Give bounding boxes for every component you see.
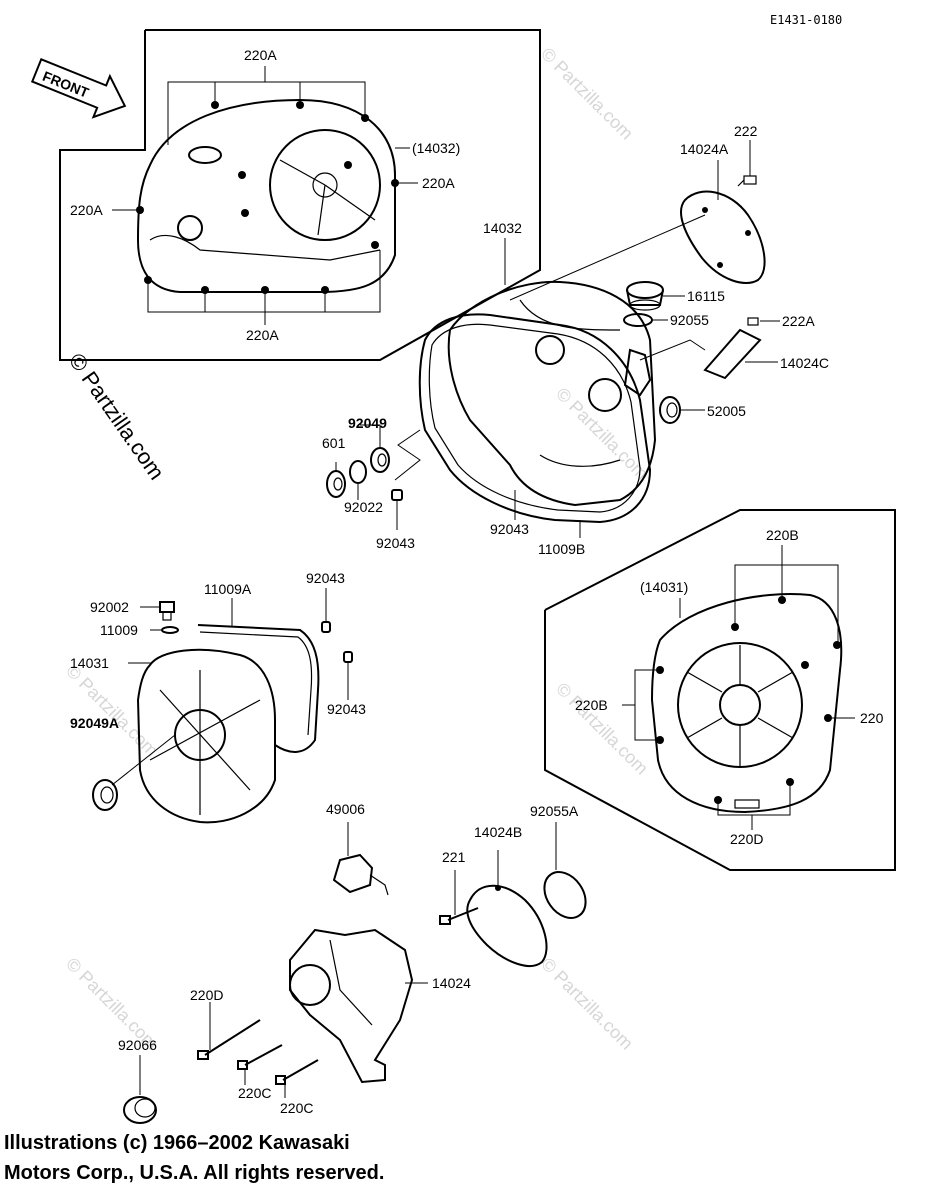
bolt-220d	[197, 1019, 261, 1060]
generator-cover-14031	[136, 648, 276, 824]
label-92002: 92002	[90, 599, 129, 615]
bolt-220c-a	[237, 1044, 283, 1070]
watermark-6: © Partzilla.com	[537, 954, 637, 1054]
gasket-11009	[161, 626, 179, 634]
cap-92066	[123, 1096, 157, 1124]
inset-frame-right	[544, 509, 896, 871]
label-222: 222	[734, 123, 758, 139]
watermark-main: © Partzilla.com	[64, 349, 170, 485]
label-220c-a: 220C	[238, 1085, 271, 1101]
watermark-3: © Partzilla.com	[552, 679, 652, 779]
label-220a-top: 220A	[244, 47, 277, 63]
watermark-4: © Partzilla.com	[62, 661, 162, 761]
bracket-14024c	[703, 317, 762, 380]
dowel-pin-92043-a	[391, 489, 403, 501]
oil-filler-cap-16115	[626, 281, 664, 311]
label-221: 221	[442, 849, 466, 865]
label-220b-top: 220B	[766, 527, 799, 543]
label-14032: 14032	[483, 220, 522, 236]
label-92043-d: 92043	[327, 701, 366, 717]
label-14024a: 14024A	[680, 141, 729, 157]
label-14032-paren: (14032)	[412, 140, 460, 156]
reference-code: E1431-0180	[770, 13, 842, 27]
label-11009a: 11009A	[204, 581, 252, 597]
copyright-notice: Illustrations (c) 1966–2002 Kawasaki Mot…	[4, 1128, 604, 1188]
label-52005: 52005	[707, 403, 746, 419]
label-220c-b: 220C	[280, 1100, 313, 1116]
inspection-cover-14024a	[680, 175, 766, 284]
label-92055a: 92055A	[530, 803, 579, 819]
label-16115: 16115	[687, 288, 725, 304]
cover-14024b	[466, 884, 548, 967]
label-92049: 92049	[348, 415, 387, 431]
dowel-pin-92043-c	[321, 621, 331, 633]
label-11009: 11009	[100, 622, 138, 638]
label-222a: 222A	[782, 313, 815, 329]
label-601: 601	[322, 435, 346, 451]
bearing-52005	[659, 396, 681, 424]
label-92055: 92055	[670, 312, 709, 328]
gasket-11009a	[197, 624, 320, 753]
sensor-49006	[332, 853, 389, 896]
label-14024c: 14024C	[780, 355, 829, 371]
label-14024: 14024	[432, 975, 471, 991]
plug-92002	[159, 601, 175, 621]
label-92043-a: 92043	[376, 535, 415, 551]
oil-seal-92049a	[92, 779, 118, 811]
label-92043-b: 92043	[490, 521, 529, 537]
gasket-11009b	[418, 313, 652, 524]
label-220b-left: 220B	[575, 697, 608, 713]
inset-generator-cover	[650, 593, 843, 814]
front-direction-arrow: FRONT	[30, 57, 127, 119]
label-220a-bottom: 220A	[246, 327, 279, 343]
label-220d: 220D	[190, 987, 223, 1003]
inset-frame-top-left	[59, 29, 541, 361]
part-labels: 220A (14032) 220A 220A 220A 222 14024A 1…	[70, 47, 884, 1116]
label-92049a: 92049A	[70, 715, 119, 731]
copyright-line-2: Motors Corp., U.S.A. All rights reserved…	[4, 1162, 385, 1184]
label-220d-right: 220D	[730, 831, 763, 847]
label-220a-right: 220A	[422, 175, 455, 191]
dowel-pin-92043-d	[343, 651, 353, 663]
watermark-2: © Partzilla.com	[552, 384, 652, 484]
label-220: 220	[860, 710, 884, 726]
label-220a-left: 220A	[70, 202, 103, 218]
label-92022: 92022	[344, 499, 383, 515]
o-ring-92055a	[543, 871, 587, 919]
sprocket-cover-14024	[289, 928, 414, 1084]
label-92043-c: 92043	[306, 570, 345, 586]
label-14031-paren: (14031)	[640, 579, 688, 595]
copyright-line-1: Illustrations (c) 1966–2002 Kawasaki	[4, 1132, 350, 1154]
oil-seal-92049	[370, 447, 390, 473]
label-11009b: 11009B	[538, 541, 585, 557]
watermark-1: © Partzilla.com	[537, 44, 637, 144]
bearing-601	[326, 470, 346, 498]
label-49006: 49006	[326, 801, 365, 817]
bolt-221	[439, 907, 479, 925]
bolt-220c-b	[275, 1059, 319, 1085]
label-14024b: 14024B	[474, 824, 522, 840]
label-14031: 14031	[70, 655, 109, 671]
label-92066: 92066	[118, 1037, 157, 1053]
washer-92022	[349, 460, 367, 484]
clutch-cover-14032	[447, 280, 657, 507]
inset-clutch-cover	[136, 98, 399, 294]
